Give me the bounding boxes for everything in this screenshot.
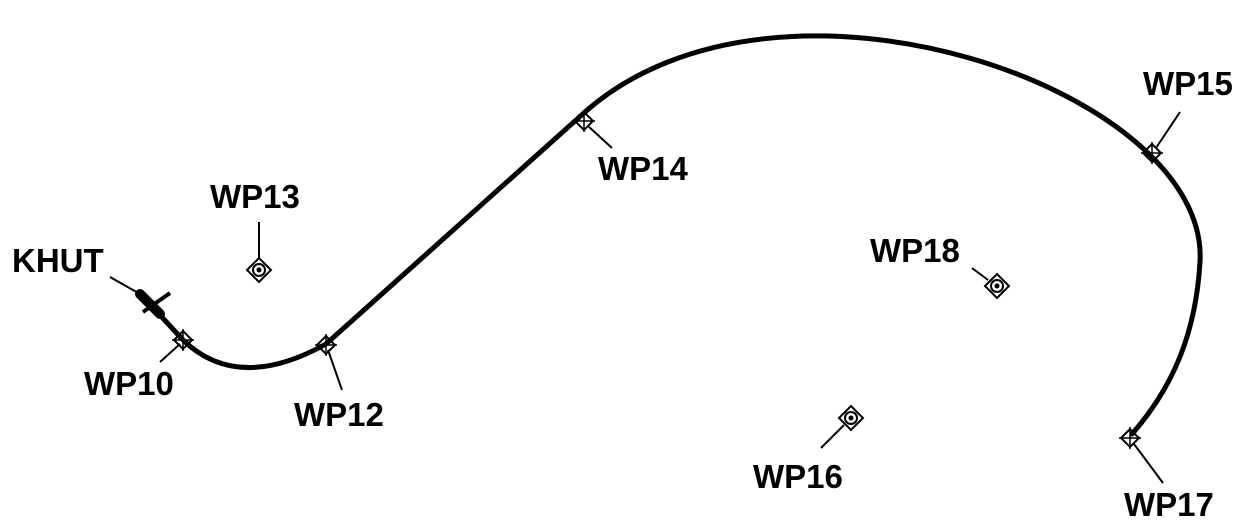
leader-line-wp14	[587, 125, 613, 149]
airport-label: KHUT	[12, 242, 104, 279]
waypoint-label-wp15: WP15	[1143, 65, 1233, 102]
waypoint-label-wp12: WP12	[294, 396, 384, 433]
reference-waypoint-icon	[246, 257, 272, 283]
reference-waypoint-icon	[984, 273, 1010, 299]
waypoint-label-wp17: WP17	[1124, 486, 1214, 520]
flyby-waypoint-icon	[1140, 141, 1164, 165]
runway-icon	[135, 289, 172, 319]
waypoint-label-wp16: WP16	[753, 458, 843, 495]
route-line	[145, 33, 1203, 437]
leader-line-wp15	[1155, 111, 1181, 149]
leader-line-wp17	[1133, 443, 1164, 484]
leader-line-wp12	[327, 349, 343, 391]
leader-line-wp18	[971, 267, 989, 281]
leader-line-khut	[109, 276, 141, 295]
leader-line-wp16	[820, 424, 845, 449]
waypoint-label-wp18: WP18	[870, 232, 960, 269]
waypoint-label-wp10: WP10	[84, 365, 174, 402]
waypoint-label-wp13: WP13	[210, 178, 300, 215]
leader-line-wp10	[159, 343, 181, 363]
waypoint-label-wp14: WP14	[598, 150, 689, 187]
